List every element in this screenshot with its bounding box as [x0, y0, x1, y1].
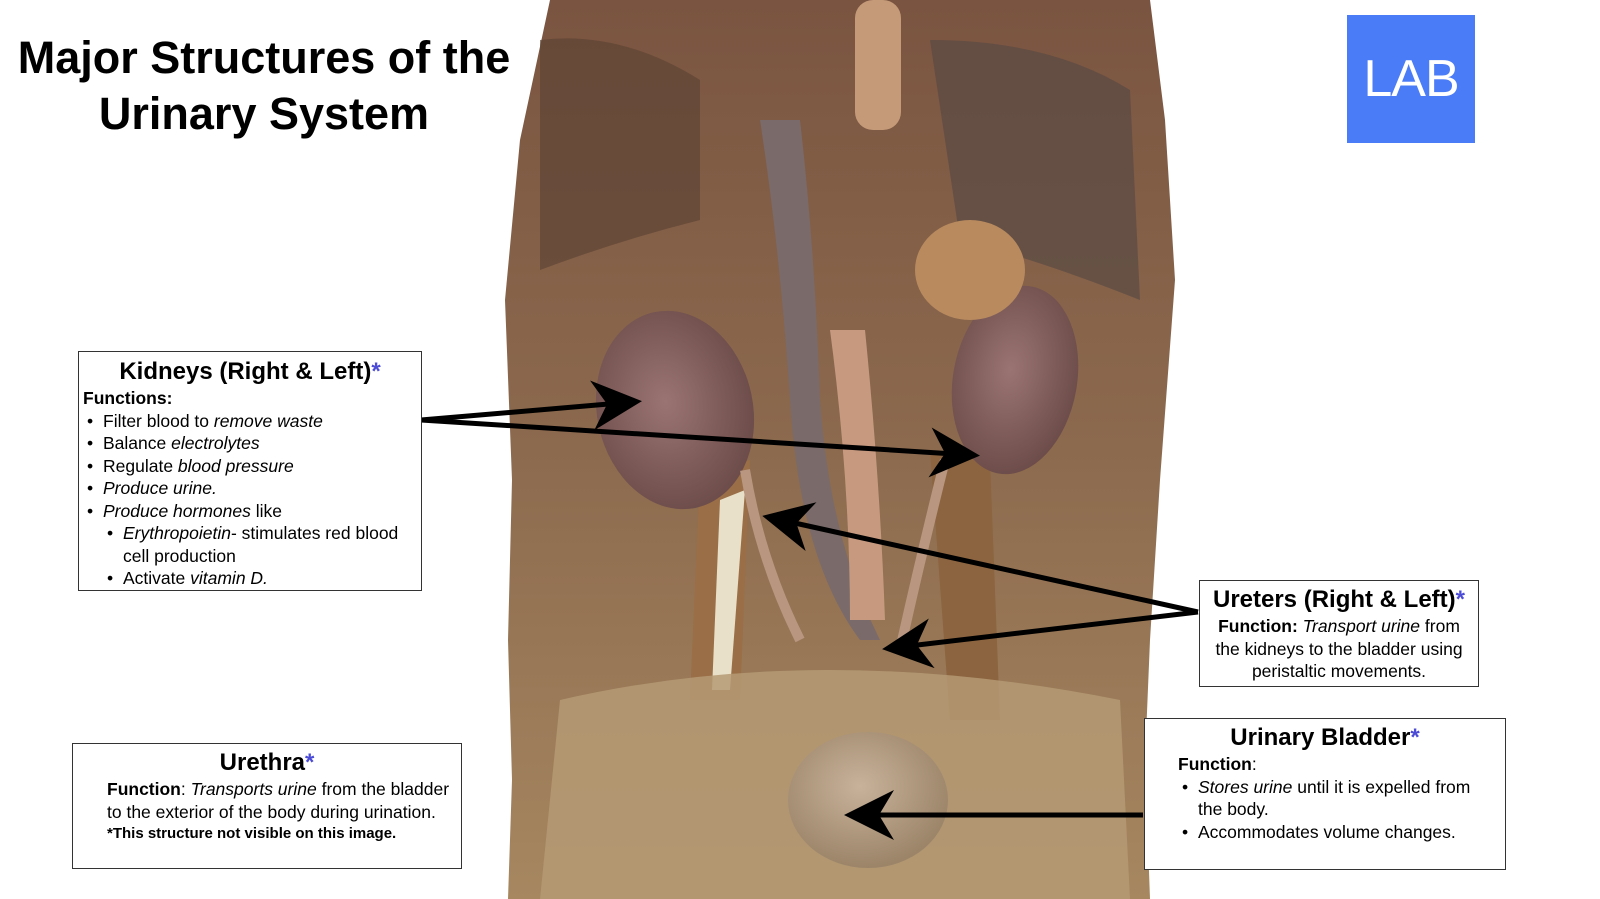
- list-item: Activate vitamin D.: [107, 567, 417, 590]
- kidneys-function-list: Filter blood to remove waste Balance ele…: [83, 410, 417, 523]
- list-item: Stores urine until it is expelled from t…: [1182, 776, 1497, 821]
- title-line-2: Urinary System: [98, 88, 430, 139]
- ureters-callout: Ureters (Right & Left)* Function: Transp…: [1199, 580, 1479, 687]
- lab-logo-text: LAB: [1363, 50, 1459, 108]
- title-line-1: Major Structures of the: [17, 32, 511, 83]
- kidneys-functions-label: Functions:: [83, 388, 173, 408]
- urethra-heading: Urethra*: [219, 749, 315, 776]
- list-item: Produce urine.: [87, 477, 417, 500]
- list-item: Regulate blood pressure: [87, 455, 417, 478]
- list-item: Accommodates volume changes.: [1182, 821, 1497, 844]
- bladder-heading: Urinary Bladder*: [1230, 724, 1420, 751]
- ureters-heading: Ureters (Right & Left)*: [1212, 586, 1465, 613]
- list-item: Produce hormones like: [87, 500, 417, 523]
- kidneys-heading: Kidneys (Right & Left)*: [119, 358, 381, 385]
- list-item: Balance electrolytes: [87, 432, 417, 455]
- kidneys-callout: Kidneys (Right & Left)* Functions: Filte…: [78, 351, 422, 591]
- lab-logo: LAB: [1347, 15, 1475, 143]
- urinary-bladder-callout: Urinary Bladder* Function: Stores urine …: [1144, 718, 1506, 870]
- urethra-callout: Urethra* Function: Transports urine from…: [72, 743, 462, 869]
- urethra-description: Function: Transports urine from the blad…: [107, 779, 450, 822]
- bladder-function-list: Stores urine until it is expelled from t…: [1178, 776, 1497, 844]
- page-title: Major Structures of the Urinary System: [4, 30, 524, 142]
- kidneys-hormone-sublist: Erythropoietin- stimulates red blood cel…: [83, 522, 417, 590]
- list-item: Filter blood to remove waste: [87, 410, 417, 433]
- ureters-description: Function: Transport urine from the kidne…: [1215, 616, 1463, 681]
- bladder-function-label: Function:: [1178, 754, 1257, 774]
- urethra-note: *This structure not visible on this imag…: [107, 825, 397, 842]
- list-item: Erythropoietin- stimulates red blood cel…: [107, 522, 417, 567]
